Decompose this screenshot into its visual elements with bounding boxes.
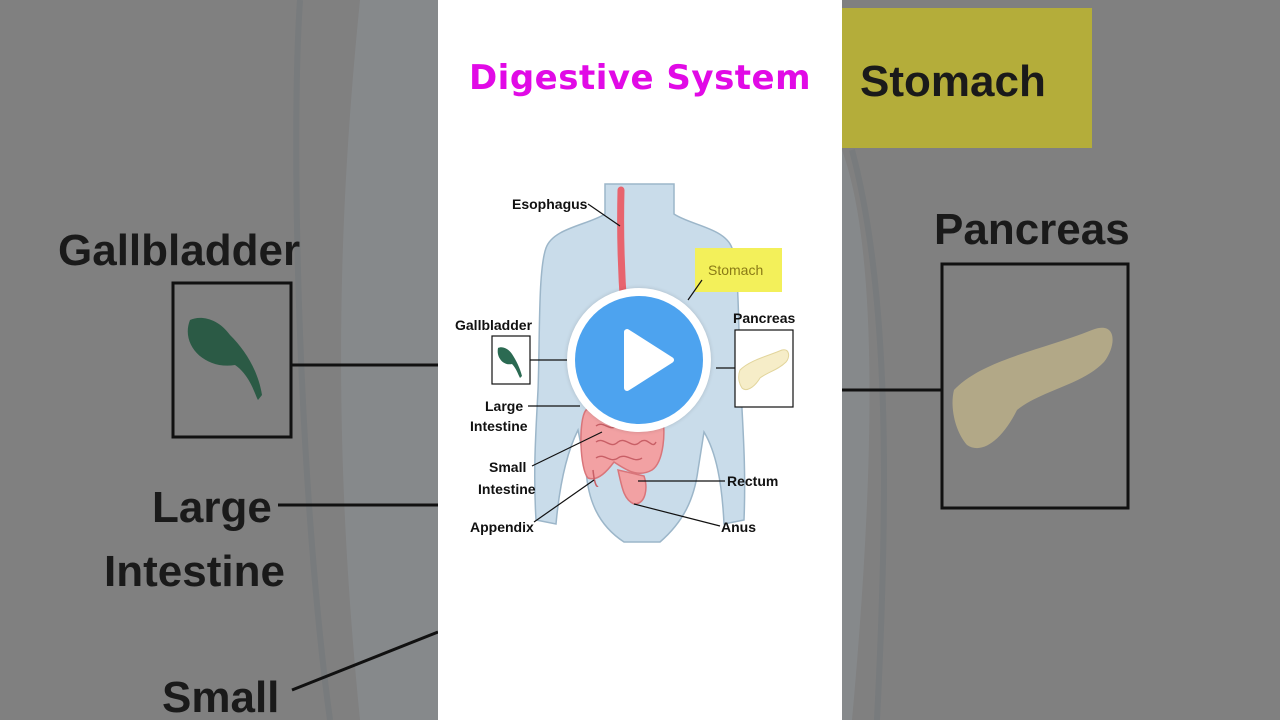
play-button[interactable] xyxy=(567,288,711,432)
bg-gallbladder-shape xyxy=(187,317,262,400)
small-intestine-label-1: Small xyxy=(489,459,526,475)
stomach-highlight xyxy=(695,248,782,292)
play-button-circle[interactable] xyxy=(575,296,703,424)
digestive-system-diagram: Stomach Esophagus Gallbladder Pancreas L… xyxy=(455,183,795,543)
gallbladder-shape xyxy=(497,347,522,378)
bg-pancreas-label: Pancreas xyxy=(934,205,1130,254)
bg-small-label: Small xyxy=(162,673,279,720)
large-intestine-label-2: Intestine xyxy=(470,418,528,434)
bg-large-label-2: Intestine xyxy=(104,547,285,596)
appendix-label: Appendix xyxy=(470,519,534,535)
bg-gallbladder-label: Gallbladder xyxy=(58,226,300,275)
bg-gallbladder-box xyxy=(171,281,293,439)
bg-large-label-1: Large xyxy=(152,483,272,532)
esophagus-label: Esophagus xyxy=(512,196,588,212)
rectum-label: Rectum xyxy=(727,473,778,489)
bg-stomach-label: Stomach xyxy=(860,57,1046,106)
pancreas-label: Pancreas xyxy=(733,310,795,326)
background-left: Gallbladder Large Intestine Small xyxy=(0,0,438,720)
background-left-art: Gallbladder Large Intestine Small xyxy=(58,0,438,720)
play-icon xyxy=(624,329,674,391)
bg-pancreas-shape xyxy=(952,327,1113,449)
page-title: Digestive System xyxy=(468,58,812,98)
background-right-art: Stomach Pancreas xyxy=(842,8,1130,720)
large-intestine-label-1: Large xyxy=(485,398,523,414)
pancreas-shape xyxy=(738,349,790,391)
anus-label: Anus xyxy=(721,519,756,535)
stomach-label: Stomach xyxy=(708,262,763,278)
background-right: Stomach Pancreas xyxy=(842,0,1280,720)
bg-pancreas-box xyxy=(940,262,1130,510)
bg-stomach-highlight xyxy=(842,8,1092,148)
gallbladder-label: Gallbladder xyxy=(455,317,533,333)
small-intestine-label-2: Intestine xyxy=(478,481,536,497)
